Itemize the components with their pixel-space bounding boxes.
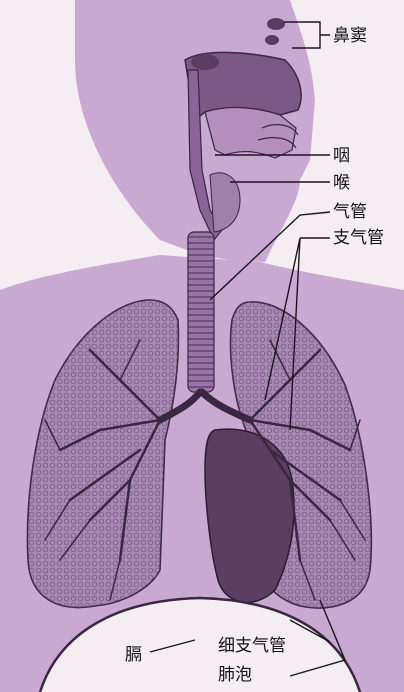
label-alveolus: 肺泡 — [218, 665, 252, 685]
label-pharynx: 咽 — [333, 146, 350, 166]
label-larynx: 喉 — [333, 173, 350, 193]
label-bronchiole: 细支气管 — [218, 636, 286, 656]
trachea-tube — [188, 232, 214, 392]
label-trachea: 气管 — [333, 202, 367, 222]
heart — [205, 429, 294, 602]
label-nasal-sinus: 鼻窦 — [333, 26, 367, 46]
label-diaphragm: 膈 — [125, 645, 142, 665]
label-bronchus: 支气管 — [333, 228, 384, 248]
